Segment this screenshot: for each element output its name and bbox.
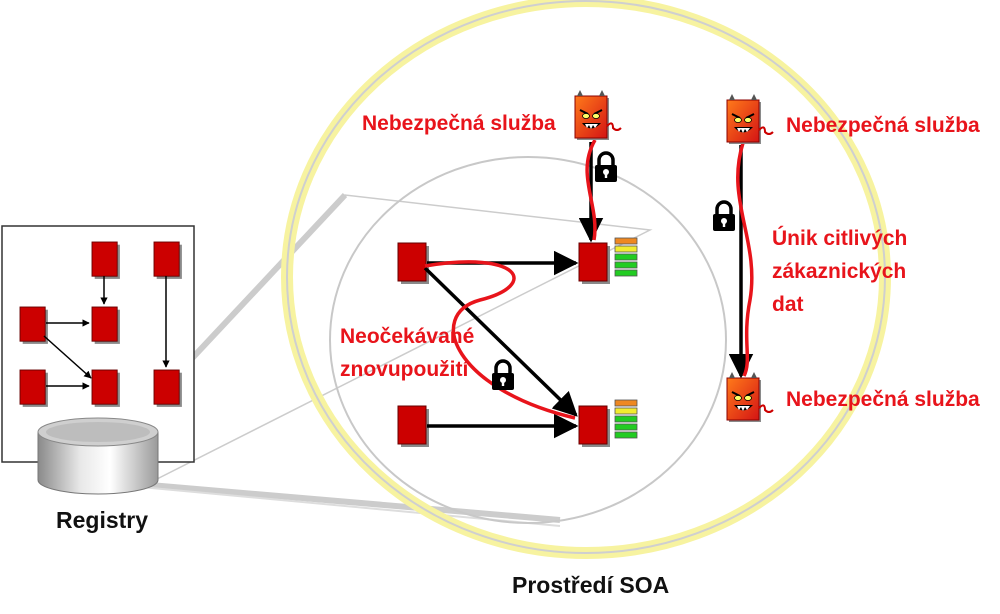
data-leak-label: Únik citlivých zákaznických dat: [772, 222, 907, 321]
devil-service-icon: [726, 93, 774, 145]
database-icon: [37, 417, 159, 495]
registry-label: Registry: [56, 507, 149, 533]
devil-service-icon: [726, 371, 774, 423]
rogue-service-label: Nebezpečná služba: [362, 112, 556, 135]
status-bars-icon: [614, 399, 638, 439]
rogue-service-label: Nebezpečná služba: [786, 388, 980, 411]
registry-service: [19, 369, 49, 408]
service: [578, 405, 611, 448]
environment-label: Prostředí SOA: [512, 572, 670, 598]
registry-zoom-circle: [329, 156, 727, 524]
devil-service-icon: [574, 89, 622, 141]
label-line: zákaznických: [772, 260, 907, 283]
registry-service: [153, 241, 183, 280]
lock-icon: [593, 151, 619, 184]
registry-service: [91, 241, 121, 280]
lock-icon: [711, 200, 737, 233]
registry-service: [91, 369, 121, 408]
service: [578, 242, 611, 285]
registry-service: [19, 306, 49, 345]
lock-icon: [490, 359, 516, 392]
rogue-service-label: Nebezpečná služba: [786, 114, 980, 137]
service: [397, 242, 430, 285]
label-line: znovupoužití: [340, 358, 469, 381]
registry-service: [91, 306, 121, 345]
registry-service: [153, 369, 183, 408]
label-line: Neočekávané: [340, 325, 475, 348]
status-bars-icon: [614, 237, 638, 277]
service: [397, 405, 430, 448]
label-line: dat: [772, 293, 804, 316]
label-line: Únik citlivých: [772, 227, 908, 250]
unexpected-reuse-label: Neočekávané znovupoužití: [340, 320, 474, 386]
